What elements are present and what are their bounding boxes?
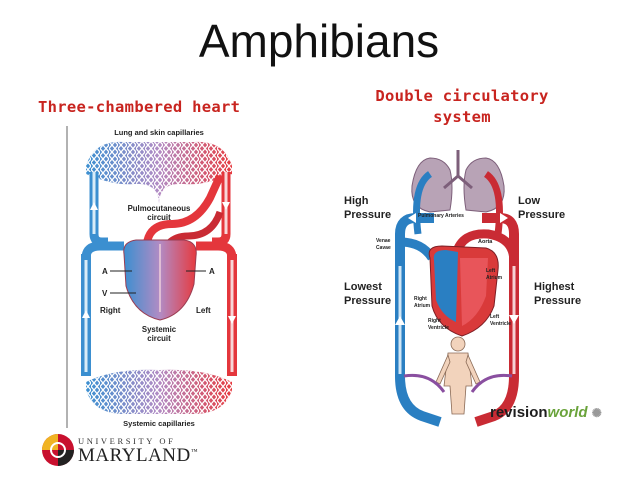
university-of-maryland-logo: UNIVERSITY OF MARYLAND™ — [42, 434, 198, 470]
label-right-ventricle-1: Right — [428, 318, 441, 324]
label-systemic-1: Systemic — [142, 325, 177, 334]
label-pulmonary-arteries: Pulmonary Arteries — [418, 213, 464, 219]
label-atrium-left: A — [102, 267, 108, 276]
label-left-atrium-1: Left — [486, 268, 496, 274]
double-circulation-diagram: High Pressure Low Pressure Pulmonary Art… — [344, 150, 581, 427]
human-body — [435, 336, 481, 415]
label-atrium-right: A — [209, 267, 215, 276]
label-low-1: Low — [518, 195, 540, 207]
label-venae-2: Cavae — [376, 245, 391, 251]
label-lowest-2: Pressure — [344, 295, 391, 307]
logo-maryland-text: MARYLAND — [78, 445, 191, 466]
maryland-seal-icon — [42, 434, 74, 466]
label-left-atrium-2: Atrium — [486, 275, 503, 281]
label-systemic-capillaries: Systemic capillaries — [123, 419, 195, 428]
label-systemic-2: circuit — [147, 334, 171, 343]
label-pulmocutaneous-2: circuit — [147, 213, 171, 222]
three-chambered-heart-diagram: A A V Lung and skin capillaries Pulmocut… — [66, 126, 237, 428]
revisionworld-icon: ✺ — [591, 406, 602, 420]
label-lowest-1: Lowest — [344, 281, 382, 293]
left-heading: Three-chambered heart — [38, 98, 241, 116]
label-lung-skin-capillaries: Lung and skin capillaries — [114, 128, 204, 137]
revisionworld-bold: revision — [490, 404, 548, 421]
label-venae-1: Venae — [376, 238, 391, 244]
revisionworld-logo: revisionworld ✺ — [490, 404, 602, 421]
label-high-2: Pressure — [344, 209, 391, 221]
logo-maryland: MARYLAND™ — [78, 445, 198, 467]
label-right-atrium-2: Atrium — [414, 303, 431, 309]
label-highest-1: Highest — [534, 281, 575, 293]
right-heading: Double circulatory system — [346, 86, 578, 128]
label-ventricle: V — [102, 289, 108, 298]
label-right: Right — [100, 306, 121, 315]
right-heading-line1: Double circulatory — [375, 87, 549, 105]
lungs — [411, 157, 505, 213]
label-right-atrium-1: Right — [414, 296, 427, 302]
right-heading-line2: system — [433, 108, 491, 126]
deoxygenated-vessel-left — [395, 213, 442, 427]
revisionworld-italic: world — [547, 404, 588, 421]
label-highest-2: Pressure — [534, 295, 581, 307]
logo-university-of: UNIVERSITY OF — [78, 436, 176, 446]
label-left-ventricle-2: Ventricle — [490, 321, 511, 327]
label-high-1: High — [344, 195, 369, 207]
label-right-ventricle-2: Ventricle — [428, 325, 449, 331]
slide-title: Amphibians — [198, 15, 440, 67]
label-left-ventricle-1: Left — [490, 314, 500, 320]
label-low-2: Pressure — [518, 209, 565, 221]
aorta-arch — [451, 229, 519, 263]
label-pulmocutaneous-1: Pulmocutaneous — [128, 204, 191, 213]
label-left: Left — [196, 306, 211, 315]
label-aorta: Aorta — [478, 239, 493, 245]
logo-trademark: ™ — [190, 447, 199, 456]
